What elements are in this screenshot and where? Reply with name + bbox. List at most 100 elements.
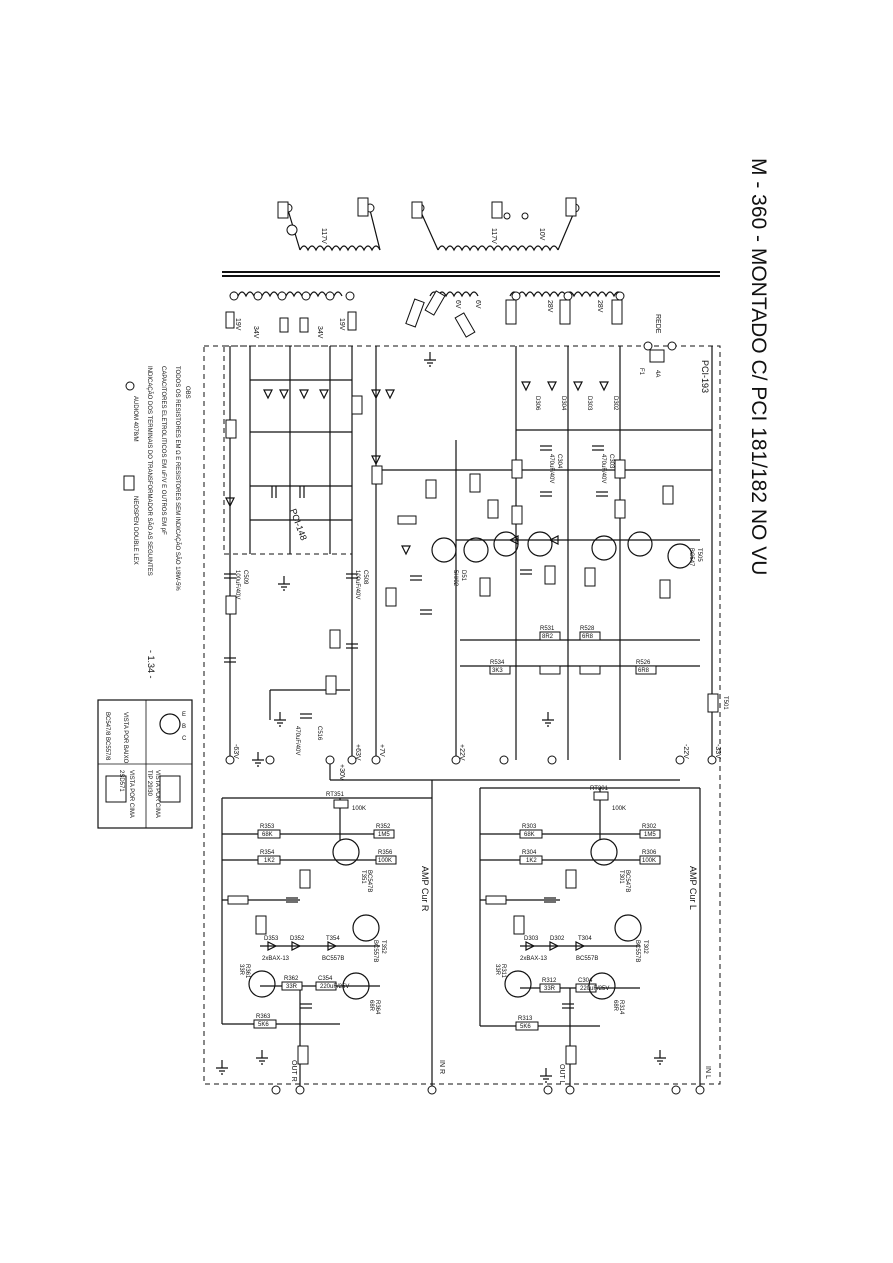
- value-d301: BC557B: [576, 956, 598, 962]
- value-rt301: 100K: [612, 806, 626, 812]
- page-number: - 1.34 -: [146, 650, 156, 679]
- pin-c: C: [182, 736, 187, 742]
- label-d303: D303: [586, 396, 592, 411]
- resistor-r353: [257, 829, 281, 839]
- diode-d303: [525, 941, 536, 951]
- resistor-r352: [373, 829, 395, 839]
- wire-tag-9: [225, 311, 235, 329]
- resistor-r306: [639, 855, 661, 865]
- resistor-r314: [565, 1045, 577, 1065]
- label-r524: R526: [636, 660, 651, 666]
- value-c508: 100uF/40V: [354, 570, 360, 599]
- amp-left-title: AMP Cur L: [688, 866, 698, 910]
- label-r356: R356: [378, 850, 393, 856]
- label-d353: D353: [264, 936, 279, 942]
- resistor-r507: [487, 499, 499, 519]
- label-r302: R302: [642, 824, 657, 830]
- transistor-t506: [493, 531, 519, 557]
- transistor-t303: [588, 972, 616, 1000]
- trimmer-rt301: [593, 791, 609, 801]
- note-3: INDICAÇÃO DOS TERMINAIS DO TRANSFORMADOR…: [146, 366, 153, 576]
- wire-tag-12: [347, 311, 357, 331]
- wire-tag-11: [299, 317, 309, 333]
- sec-term-5: [325, 291, 335, 301]
- sec-term-2: [253, 291, 263, 301]
- capacitors: [224, 445, 608, 719]
- transistor-t351: [332, 838, 360, 866]
- sec-tap-6v-a: 6V: [454, 300, 461, 309]
- sec-term-7: [511, 291, 521, 301]
- resistor-r308: [485, 895, 507, 905]
- terminal-primary-d: [521, 212, 529, 220]
- label-r304: R304: [522, 850, 537, 856]
- rail-terminal-ac: [499, 755, 509, 765]
- label-d301: T304: [578, 936, 592, 942]
- pinout-to126-icon: [159, 775, 181, 803]
- rail-terminal-minus63: [225, 755, 235, 765]
- amp-right-output-label: OUT R: [290, 1060, 297, 1082]
- value-r524: 6R8: [638, 668, 650, 674]
- transistor-t354: [248, 970, 276, 998]
- power-supply-wiring: [229, 346, 713, 781]
- transistors-power: [431, 531, 693, 569]
- pinout-label-3: VISTA POR CIMA: [128, 770, 134, 818]
- rail-terminal-minus22: [675, 755, 685, 765]
- fuse-label: F1: [638, 368, 644, 376]
- tap-label-117v-bottom: 117V: [320, 228, 327, 244]
- transistor-t353: [342, 972, 370, 1000]
- value-r362: 220uF/25V: [320, 984, 349, 990]
- value-r353: 68K: [262, 832, 273, 838]
- resistor-r522: [584, 567, 596, 587]
- transistor-t505: [527, 531, 553, 557]
- wire-tag-13: [424, 290, 446, 316]
- terminal-primary-g: [286, 224, 298, 236]
- value-d351: BC557B: [322, 956, 344, 962]
- fuse-value: 4A: [654, 370, 660, 377]
- mains-label: REDE: [654, 314, 661, 334]
- board-outline: [203, 345, 721, 1085]
- resistor-r358: [227, 895, 249, 905]
- note-2: CAPACITORES ELETROLITICOS EM uF/V E OUTR…: [160, 366, 166, 535]
- notes-title: OBS: [184, 386, 190, 399]
- label-r363: R363: [256, 1014, 271, 1020]
- amp-left-output-terminal: [565, 1085, 575, 1095]
- value-r527: 6R8: [582, 634, 594, 640]
- label-r534: T501: [722, 696, 728, 710]
- sec-term-3: [277, 291, 287, 301]
- wire-tag-7: [559, 299, 571, 325]
- wire-tag-2: [491, 201, 503, 219]
- wire-tag-8: [611, 299, 623, 325]
- resistor-r526: [579, 665, 601, 675]
- rail-terminal-plus63: [347, 755, 357, 765]
- resistor-r508: [469, 473, 481, 493]
- label-t504: T505: [696, 548, 702, 562]
- value-r363: 5K6: [258, 1022, 269, 1028]
- transistor-t304: [504, 970, 532, 998]
- trimmer-rt351: [333, 799, 349, 809]
- amp-left-output-label: OUT L: [558, 1064, 565, 1085]
- resistor-r312: [575, 983, 597, 993]
- resistor-r529: [539, 631, 561, 641]
- value-r306: 100K: [642, 858, 656, 864]
- transistor-t508: [431, 537, 457, 563]
- amp-right-input-label: IN R: [438, 1060, 445, 1074]
- label-t301: T301: [618, 870, 624, 884]
- label-t508: D51: [460, 570, 466, 582]
- value-t351: BC547B: [366, 870, 372, 892]
- resistor-r501: [614, 459, 626, 479]
- power-component-labels: D302 D303 D304 D306 C303 470uF/40V C304 …: [234, 396, 728, 755]
- label-r354: R354: [260, 850, 275, 856]
- diodes: [225, 381, 609, 556]
- value-t304: 33R: [494, 964, 500, 976]
- value-c516: 470uF/40V: [294, 726, 300, 755]
- resistor-r532: [325, 675, 337, 695]
- amp-left-input-terminal: [695, 1085, 705, 1095]
- value-c303: 470uF/40V: [600, 454, 606, 483]
- resistor-r362: [315, 981, 337, 991]
- resistor-r359: [255, 915, 267, 935]
- primary-winding-top: 117V 10V: [411, 197, 580, 252]
- sub-board-outline: [223, 345, 353, 555]
- label-r361: R362: [284, 976, 299, 982]
- sec-tap-19v-b: 19V: [338, 318, 345, 331]
- legend-1: AUDIOM 4078/M: [132, 396, 138, 442]
